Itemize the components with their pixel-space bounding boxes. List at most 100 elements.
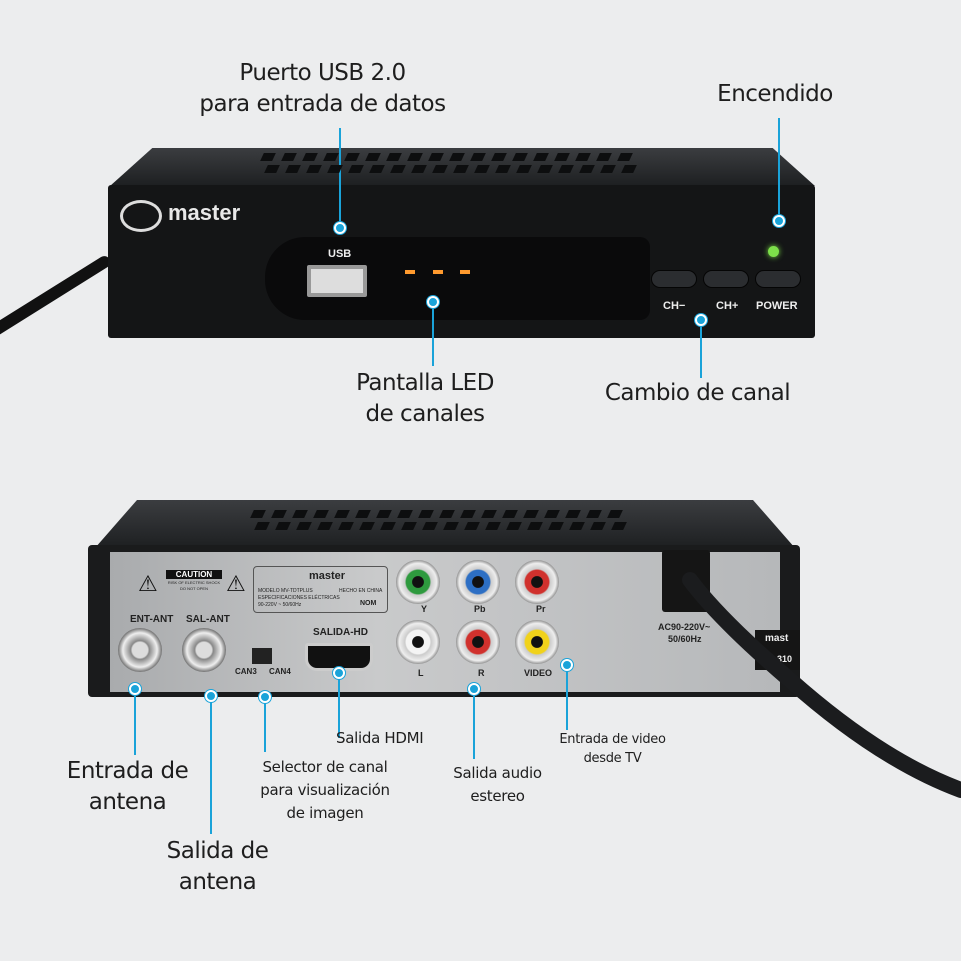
callout-dot xyxy=(427,296,439,308)
callout-audio: Salida audio estereo xyxy=(435,762,560,808)
callout-line xyxy=(473,689,475,759)
callout-video-in: Entrada de video desde TV xyxy=(525,730,700,768)
rca-y-port[interactable] xyxy=(396,560,440,604)
front-brand: master xyxy=(168,200,241,225)
caution-label: ⚠ CAUTION RISK OF ELECTRIC SHOCK DO NOT … xyxy=(138,570,250,598)
nom-mark: NOM xyxy=(360,600,377,607)
label-brand: master xyxy=(309,570,346,582)
callout-text: para entrada de datos xyxy=(199,91,446,117)
callout-antenna-in: Entrada de antena xyxy=(50,756,205,818)
caution-sub: RISK OF ELECTRIC SHOCK xyxy=(167,580,221,585)
caution-sub: DO NOT OPEN xyxy=(180,586,208,591)
power-led xyxy=(768,246,779,257)
ent-ant-label: ENT-ANT xyxy=(130,614,174,625)
antenna-out-port[interactable] xyxy=(182,628,226,672)
warning-icon: ⚠ xyxy=(138,572,158,597)
ch-plus-label: CH+ xyxy=(716,300,739,312)
master-logo-icon xyxy=(120,200,162,232)
usb-label: USB xyxy=(328,248,352,260)
led-segment xyxy=(460,270,470,274)
callout-text: antena xyxy=(178,869,257,895)
callout-text: de canales xyxy=(365,401,486,427)
callout-dot xyxy=(259,691,271,703)
power-label: POWER xyxy=(756,300,798,312)
callout-led: Pantalla LED de canales xyxy=(330,368,520,430)
label-specs: ESPECIFICACIONES ELÉCTRICAS xyxy=(258,595,340,601)
antenna-in-port[interactable] xyxy=(118,628,162,672)
r-label: R xyxy=(478,668,485,678)
callout-line xyxy=(134,689,136,755)
spec-label: master MODELO MV-TDTPLUS HECHO EN CHINA … xyxy=(253,566,388,613)
usb-port[interactable] xyxy=(307,265,367,297)
callout-dot xyxy=(334,222,346,234)
power-cord-path xyxy=(682,572,961,798)
rca-video-port[interactable] xyxy=(515,620,559,664)
led-segment xyxy=(433,270,443,274)
callout-dot xyxy=(561,659,573,671)
side-code: 310 xyxy=(777,654,793,664)
can3-label: CAN3 xyxy=(235,667,257,676)
callout-dot xyxy=(129,683,141,695)
side-brand: mast xyxy=(765,633,789,644)
sal-ant-label: SAL-ANT xyxy=(186,614,230,625)
caution-text: CAUTION xyxy=(166,570,222,579)
rca-l-port[interactable] xyxy=(396,620,440,664)
callout-line xyxy=(264,697,266,752)
callout-selector: Selector de canal para visualización de im… xyxy=(240,756,410,825)
callout-channel: Cambio de canal xyxy=(590,378,805,409)
callout-text: Puerto USB 2.0 xyxy=(239,60,406,86)
callout-hdmi: Salida HDMI xyxy=(336,727,446,750)
callout-line xyxy=(778,118,780,221)
callout-text: Salida de xyxy=(166,838,269,864)
ch-minus-label: CH− xyxy=(663,300,686,312)
callout-text: para visualización xyxy=(260,781,390,799)
warning-icon: ⚠ xyxy=(226,572,246,597)
callout-line xyxy=(338,673,340,738)
callout-text: antena xyxy=(88,789,167,815)
ac-label-2: 50/60Hz xyxy=(668,634,702,644)
callout-text: Entrada de xyxy=(66,758,189,784)
salida-hd-label: SALIDA-HD xyxy=(313,627,368,638)
callout-text: de imagen xyxy=(286,804,364,822)
y-label: Y xyxy=(421,604,428,614)
callout-text: Salida audio xyxy=(453,764,542,782)
callout-text: estereo xyxy=(470,787,525,805)
callout-text: desde TV xyxy=(583,751,642,766)
callout-text: Cambio de canal xyxy=(604,380,791,406)
callout-line xyxy=(432,302,434,366)
channel-selector-switch[interactable] xyxy=(252,648,272,664)
ch-plus-button[interactable] xyxy=(703,270,749,288)
callout-text: Pantalla LED xyxy=(356,370,494,396)
callout-dot xyxy=(695,314,707,326)
callout-dot xyxy=(333,667,345,679)
callout-dot xyxy=(773,215,785,227)
callout-text: Encendido xyxy=(717,81,833,107)
rca-pr-port[interactable] xyxy=(515,560,559,604)
video-label: VIDEO xyxy=(524,668,553,678)
label-model: MODELO MV-TDTPLUS xyxy=(258,588,313,594)
callout-text: Entrada de video xyxy=(559,732,666,747)
callout-line xyxy=(339,128,341,228)
pb-label: Pb xyxy=(474,604,486,614)
pr-label: Pr xyxy=(536,604,546,614)
led-segment xyxy=(405,270,415,274)
power-button[interactable] xyxy=(755,270,801,288)
label-voltage: 90-220V ~ 50/60Hz xyxy=(258,602,302,608)
callout-power: Encendido xyxy=(700,79,850,110)
callout-text: Salida HDMI xyxy=(336,729,424,747)
led-display xyxy=(405,270,475,276)
can4-label: CAN4 xyxy=(269,667,291,676)
callout-line xyxy=(566,665,568,730)
label-origin: HECHO EN CHINA xyxy=(339,588,383,594)
callout-antenna-out: Salida de antena xyxy=(145,836,290,898)
ch-minus-button[interactable] xyxy=(651,270,697,288)
callout-dot xyxy=(205,690,217,702)
ac-label-1: AC90-220V~ xyxy=(658,622,711,632)
callout-line xyxy=(700,320,702,378)
callout-usb: Puerto USB 2.0 para entrada de datos xyxy=(180,58,465,120)
rca-pb-port[interactable] xyxy=(456,560,500,604)
l-label: L xyxy=(418,668,424,678)
callout-text: Selector de canal xyxy=(262,758,388,776)
rca-r-port[interactable] xyxy=(456,620,500,664)
